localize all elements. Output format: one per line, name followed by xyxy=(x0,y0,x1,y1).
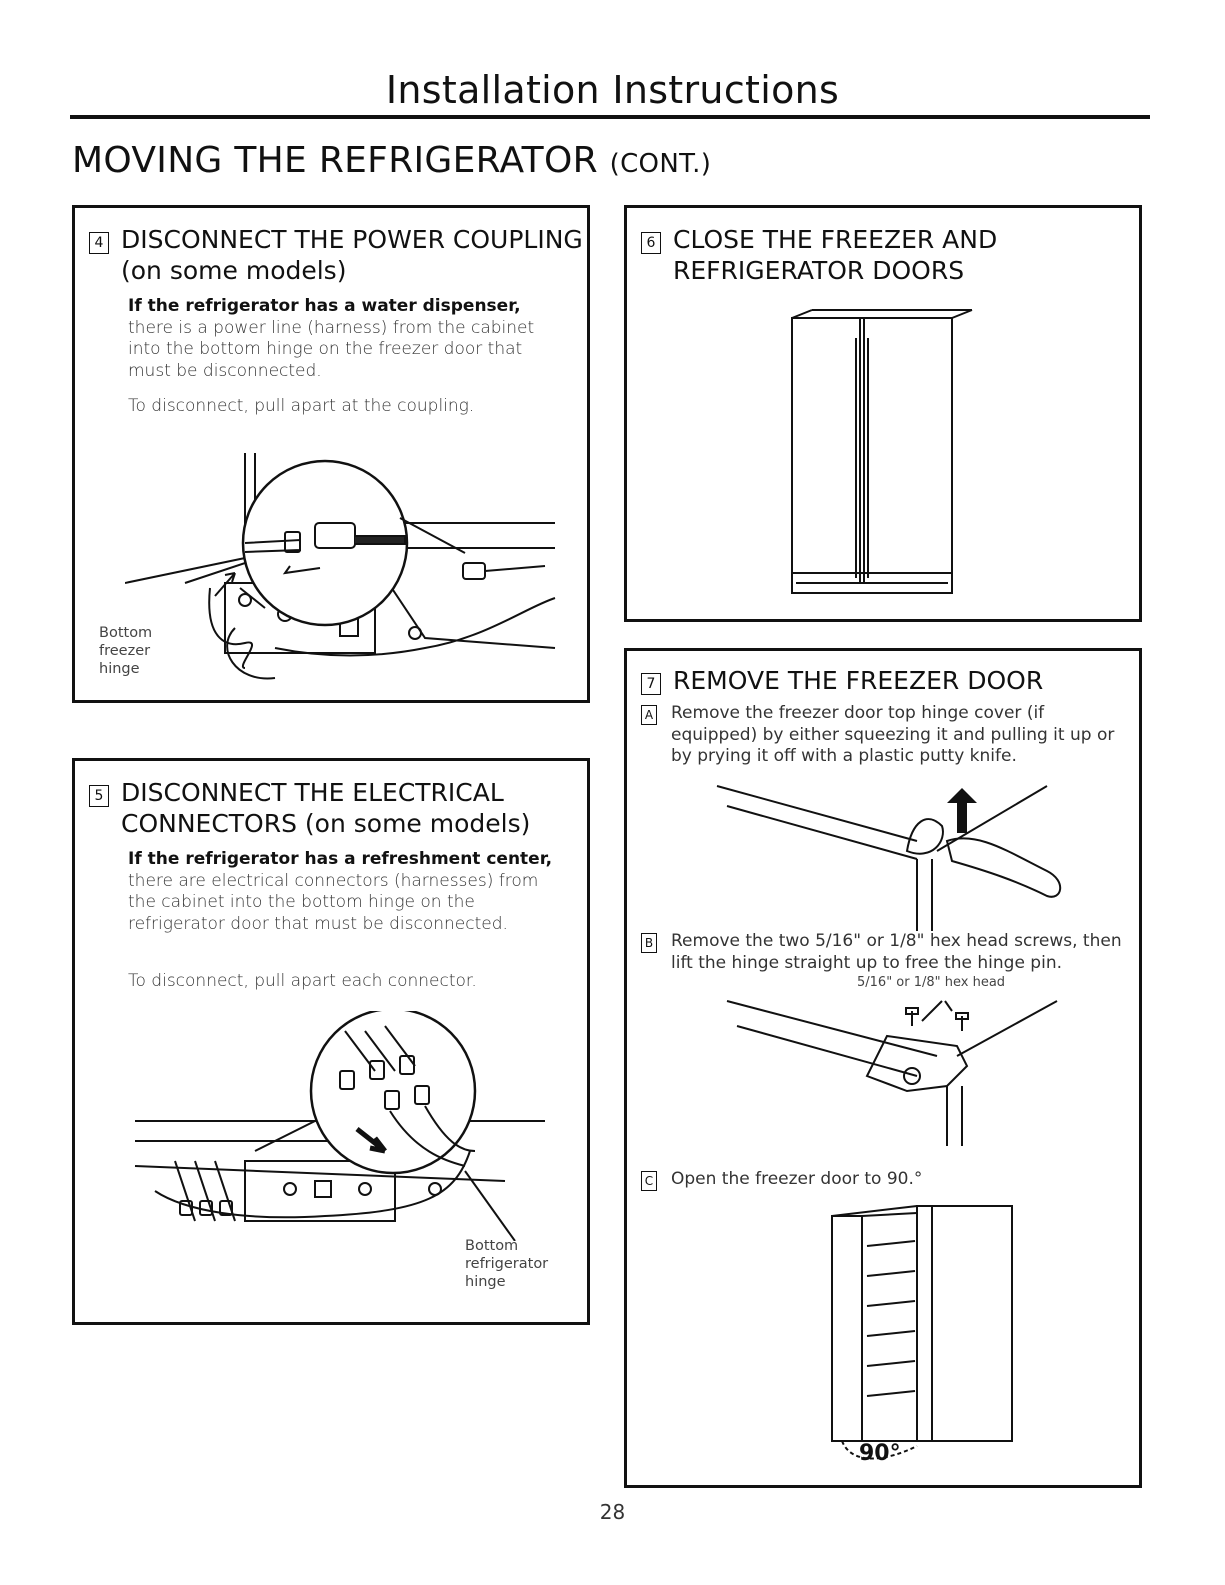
step6-heading: 6 CLOSE THE FREEZER AND REFRIGERATOR DOO… xyxy=(641,224,997,286)
step7-c-text: Open the freezer door to 90.° xyxy=(671,1169,923,1189)
step4-caption-line: hinge xyxy=(99,661,140,677)
step5-caption-line: hinge xyxy=(465,1274,506,1290)
step5-caption-line: refrigerator xyxy=(465,1256,549,1272)
step6-subtitle: REFRIGERATOR DOORS xyxy=(673,256,965,285)
step7-c-letter: C xyxy=(641,1171,657,1191)
step5-body: If the refrigerator has a refreshment ce… xyxy=(128,849,568,935)
hinge-cover-illustration xyxy=(716,785,1062,931)
step7-panel: 7 REMOVE THE FREEZER DOOR A Remove the f… xyxy=(624,648,1142,1488)
power-coupling-illustration xyxy=(125,453,556,680)
step4-lead: If the refrigerator has a water dispense… xyxy=(128,296,521,316)
step7-a-letter: A xyxy=(641,705,657,725)
step4-subtitle: (on some models) xyxy=(121,256,347,285)
step5-panel: 5 DISCONNECT THE ELECTRICAL CONNECTORS (… xyxy=(72,758,590,1325)
door-open-illustration xyxy=(831,1205,1013,1460)
step4-caption-line: Bottom xyxy=(99,625,153,641)
step7-title: REMOVE THE FREEZER DOOR xyxy=(673,666,1044,695)
step5-subtitle: CONNECTORS (on some models) xyxy=(121,809,531,838)
step6-panel: 6 CLOSE THE FREEZER AND REFRIGERATOR DOO… xyxy=(624,205,1142,622)
step4-body-text: there is a power line (harness) from the… xyxy=(128,317,535,381)
section-title-suffix: (CONT.) xyxy=(609,149,712,179)
electrical-connectors-illustration xyxy=(134,1011,545,1241)
step7-angle-label: 90° xyxy=(859,1441,901,1466)
section-title: MOVING THE REFRIGERATOR (CONT.) xyxy=(72,140,711,181)
closed-refrigerator-illustration xyxy=(791,309,973,594)
step6-number: 6 xyxy=(641,232,661,254)
step5-caption-line: Bottom xyxy=(465,1238,519,1254)
page-number: 28 xyxy=(599,1500,626,1524)
step7-number: 7 xyxy=(641,673,661,695)
hinge-screws-illustration xyxy=(726,1000,1058,1146)
step4-number: 4 xyxy=(89,232,109,254)
step7-a-text: Remove the freezer door top hinge cover … xyxy=(671,703,1115,766)
step4-body2: To disconnect, pull apart at the couplin… xyxy=(128,396,475,416)
step5-lead: If the refrigerator has a refreshment ce… xyxy=(128,849,553,869)
step7-item-b: B Remove the two 5/16" or 1/8" hex head … xyxy=(641,931,1131,974)
step4-body: If the refrigerator has a water dispense… xyxy=(128,296,568,382)
step4-caption-line: freezer xyxy=(99,643,151,659)
step4-heading: 4 DISCONNECT THE POWER COUPLING (on some… xyxy=(89,224,583,286)
step4-caption: Bottom freezer hinge xyxy=(99,624,152,678)
step5-title: DISCONNECT THE ELECTRICAL xyxy=(121,778,504,807)
step4-title: DISCONNECT THE POWER COUPLING xyxy=(121,225,583,254)
step5-body2: To disconnect, pull apart each connector… xyxy=(128,971,477,991)
page-header-title: Installation Instructions xyxy=(385,68,840,112)
step7-b-text: Remove the two 5/16" or 1/8" hex head sc… xyxy=(671,931,1122,973)
step4-panel: 4 DISCONNECT THE POWER COUPLING (on some… xyxy=(72,205,590,703)
step7-item-c: C Open the freezer door to 90.° xyxy=(641,1169,1131,1191)
step5-body-text: there are electrical connectors (harness… xyxy=(128,870,539,934)
step7-b-label: 5/16" or 1/8" hex head xyxy=(857,975,1006,990)
step5-number: 5 xyxy=(89,785,109,807)
step5-caption: Bottom refrigerator hinge xyxy=(465,1237,548,1291)
section-title-text: MOVING THE REFRIGERATOR xyxy=(72,140,598,181)
step7-item-a: A Remove the freezer door top hinge cove… xyxy=(641,703,1131,768)
step7-heading: 7 REMOVE THE FREEZER DOOR xyxy=(641,665,1043,696)
header-rule xyxy=(70,115,1150,119)
step7-b-letter: B xyxy=(641,933,657,953)
step6-title: CLOSE THE FREEZER AND xyxy=(673,225,998,254)
step5-heading: 5 DISCONNECT THE ELECTRICAL CONNECTORS (… xyxy=(89,777,530,839)
